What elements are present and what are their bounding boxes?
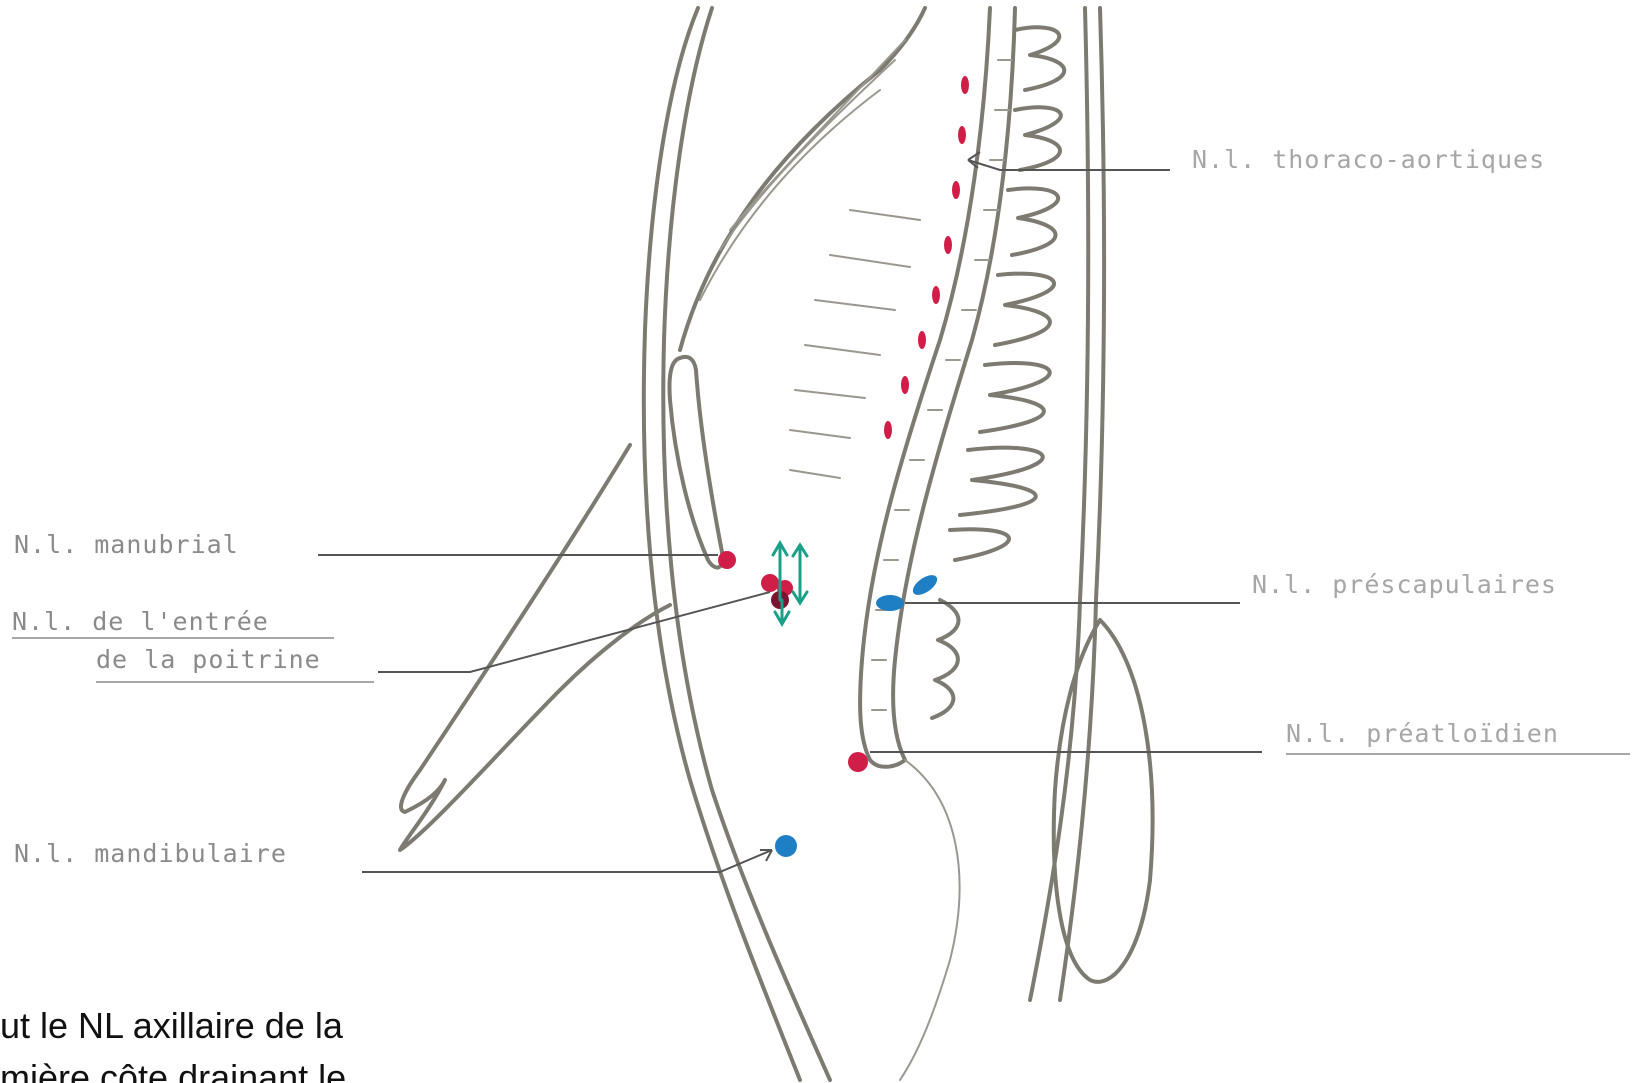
thoraco-aortic-node: [952, 181, 960, 199]
forelimb-contour: [400, 445, 670, 850]
thoraco-aortic-node: [961, 76, 969, 94]
chest-hatch: [790, 210, 920, 478]
outer-left-contour-inner: [663, 8, 830, 1080]
rib-loops: [932, 27, 1064, 718]
manubrium-loop: [669, 357, 722, 568]
leader-entree: [378, 592, 770, 672]
leader-lines: [318, 152, 1262, 872]
thoraco-aortic-node: [901, 376, 909, 394]
tracheal-rings: [872, 60, 1012, 710]
caption-line1: ut le NL axillaire de la: [0, 1005, 344, 1046]
manubrial-node: [718, 551, 736, 569]
thoraco-aortic-node: [918, 331, 926, 349]
label-entree-line2: de la poitrine: [96, 645, 321, 674]
anatomy-outline: [400, 8, 1153, 1080]
thoracic-inlet-node: [761, 574, 779, 592]
node-labels: N.l. thoraco-aortiques N.l. manubrial N.…: [12, 145, 1630, 868]
arrow-updown-icon: [793, 545, 807, 603]
label-prescapulaires: N.l. préscapulaires: [1252, 570, 1557, 599]
prescapular-node: [876, 595, 904, 611]
leader-mandibulaire: [362, 850, 772, 872]
thoraco-aortic-node: [932, 286, 940, 304]
prescapular-node: [910, 571, 941, 599]
thoraco-aortic-node: [958, 126, 966, 144]
stippled-region: [900, 760, 960, 1080]
preatloidian-node: [848, 752, 868, 772]
thoraco-aortic-node: [884, 421, 892, 439]
trachea-left: [860, 8, 990, 760]
label-thoraco-aortiques: N.l. thoraco-aortiques: [1192, 145, 1545, 174]
label-preatloidien: N.l. préatloïdien: [1286, 719, 1559, 748]
mandibular-node: [775, 835, 797, 857]
thoraco-aortic-node: [944, 236, 952, 254]
caption: ut le NL axillaire de la mière côte drai…: [0, 1005, 346, 1083]
label-mandibulaire: N.l. mandibulaire: [14, 839, 287, 868]
trachea-right: [870, 8, 1015, 767]
caption-line2: mière côte drainant le: [0, 1057, 346, 1083]
label-entree-line1: N.l. de l'entrée: [12, 607, 269, 636]
label-manubrial: N.l. manubrial: [14, 530, 239, 559]
